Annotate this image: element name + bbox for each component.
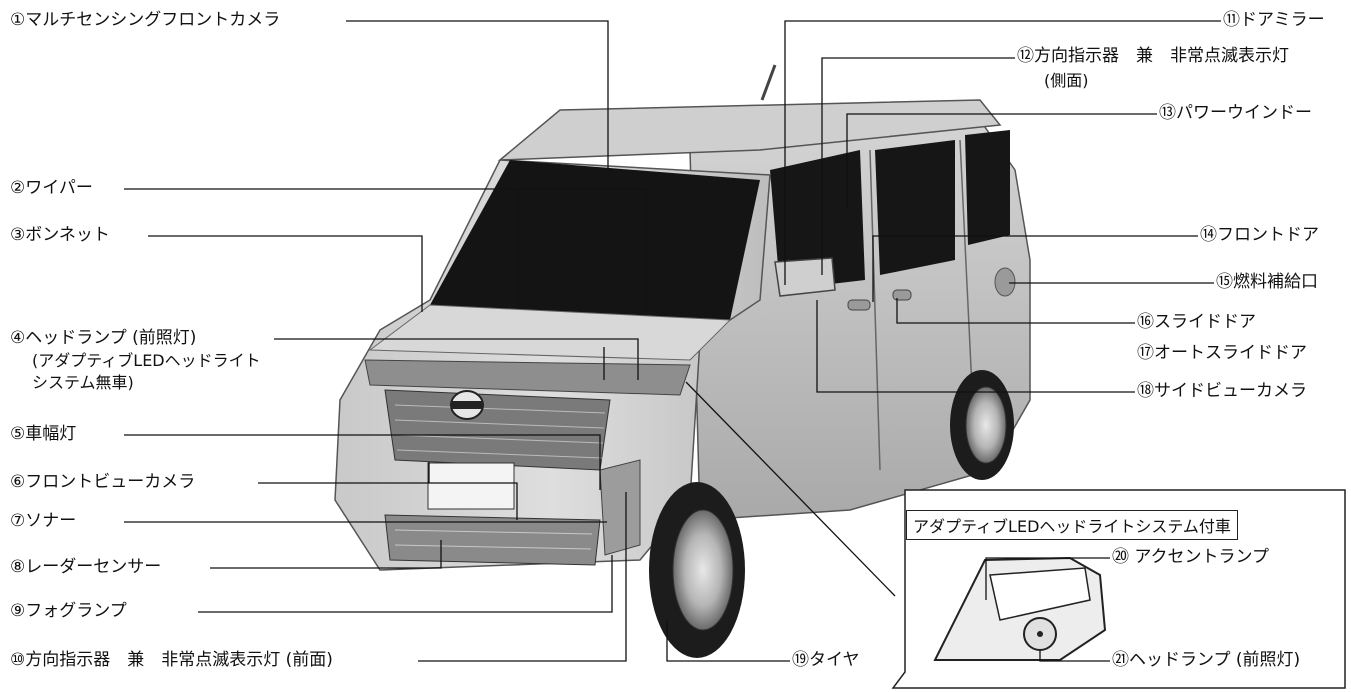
car-side-body [497, 99, 1031, 521]
inset-title: アダプティブLEDヘッドライトシステム付車 [906, 510, 1238, 540]
leader-lines [124, 20, 1221, 662]
tire-rear [950, 370, 1014, 480]
label-front-door: ⑭フロントドア [1198, 225, 1321, 246]
label-sonar: ⑦ソナー [8, 511, 79, 532]
label-side-view-camera: ⑱サイドビューカメラ [1135, 381, 1309, 402]
label-headlamp-led: ㉑ヘッドランプ (前照灯) [1110, 650, 1303, 671]
label-tire: ⑲タイヤ [790, 650, 862, 671]
label-multi-sensing-front-camera: ①マルチセンシングフロントカメラ [8, 10, 283, 31]
label-slide-door: ⑯スライドドア [1135, 312, 1258, 333]
label-radar-sensor: ⑧レーダーセンサー [8, 557, 164, 578]
label-headlamp-note-2: システム無車) [30, 372, 136, 393]
label-power-window: ⑬パワーウインドー [1157, 103, 1314, 124]
label-fog-lamp: ⑨フォグランプ [8, 601, 129, 622]
label-side-turn-signal-note: (側面) [1042, 70, 1091, 91]
label-headlamp: ④ヘッドランプ (前照灯) [8, 328, 199, 349]
label-headlamp-note-1: (アダプティブLEDヘッドライト [30, 350, 263, 371]
label-wiper: ②ワイパー [8, 178, 95, 199]
label-auto-slide-door: ⑰オートスライドドア [1135, 343, 1309, 364]
label-front-view-camera: ⑥フロントビューカメラ [8, 472, 198, 493]
tire-front [649, 482, 745, 658]
label-side-turn-signal: ⑫方向指示器 兼 非常点滅表示灯 [1015, 46, 1291, 67]
label-clearance-lamp: ⑤車幅灯 [8, 424, 79, 445]
label-front-turn-signal: ⑩方向指示器 兼 非常点滅表示灯 (前面) [8, 650, 335, 671]
label-accent-lamp: ⑳ アクセントランプ [1110, 547, 1272, 568]
label-bonnet: ③ボンネット [8, 225, 112, 246]
label-fuel-filler: ⑮燃料補給口 [1214, 272, 1320, 293]
car-front-body [334, 64, 836, 571]
label-door-mirror: ⑪ドアミラー [1221, 10, 1327, 31]
